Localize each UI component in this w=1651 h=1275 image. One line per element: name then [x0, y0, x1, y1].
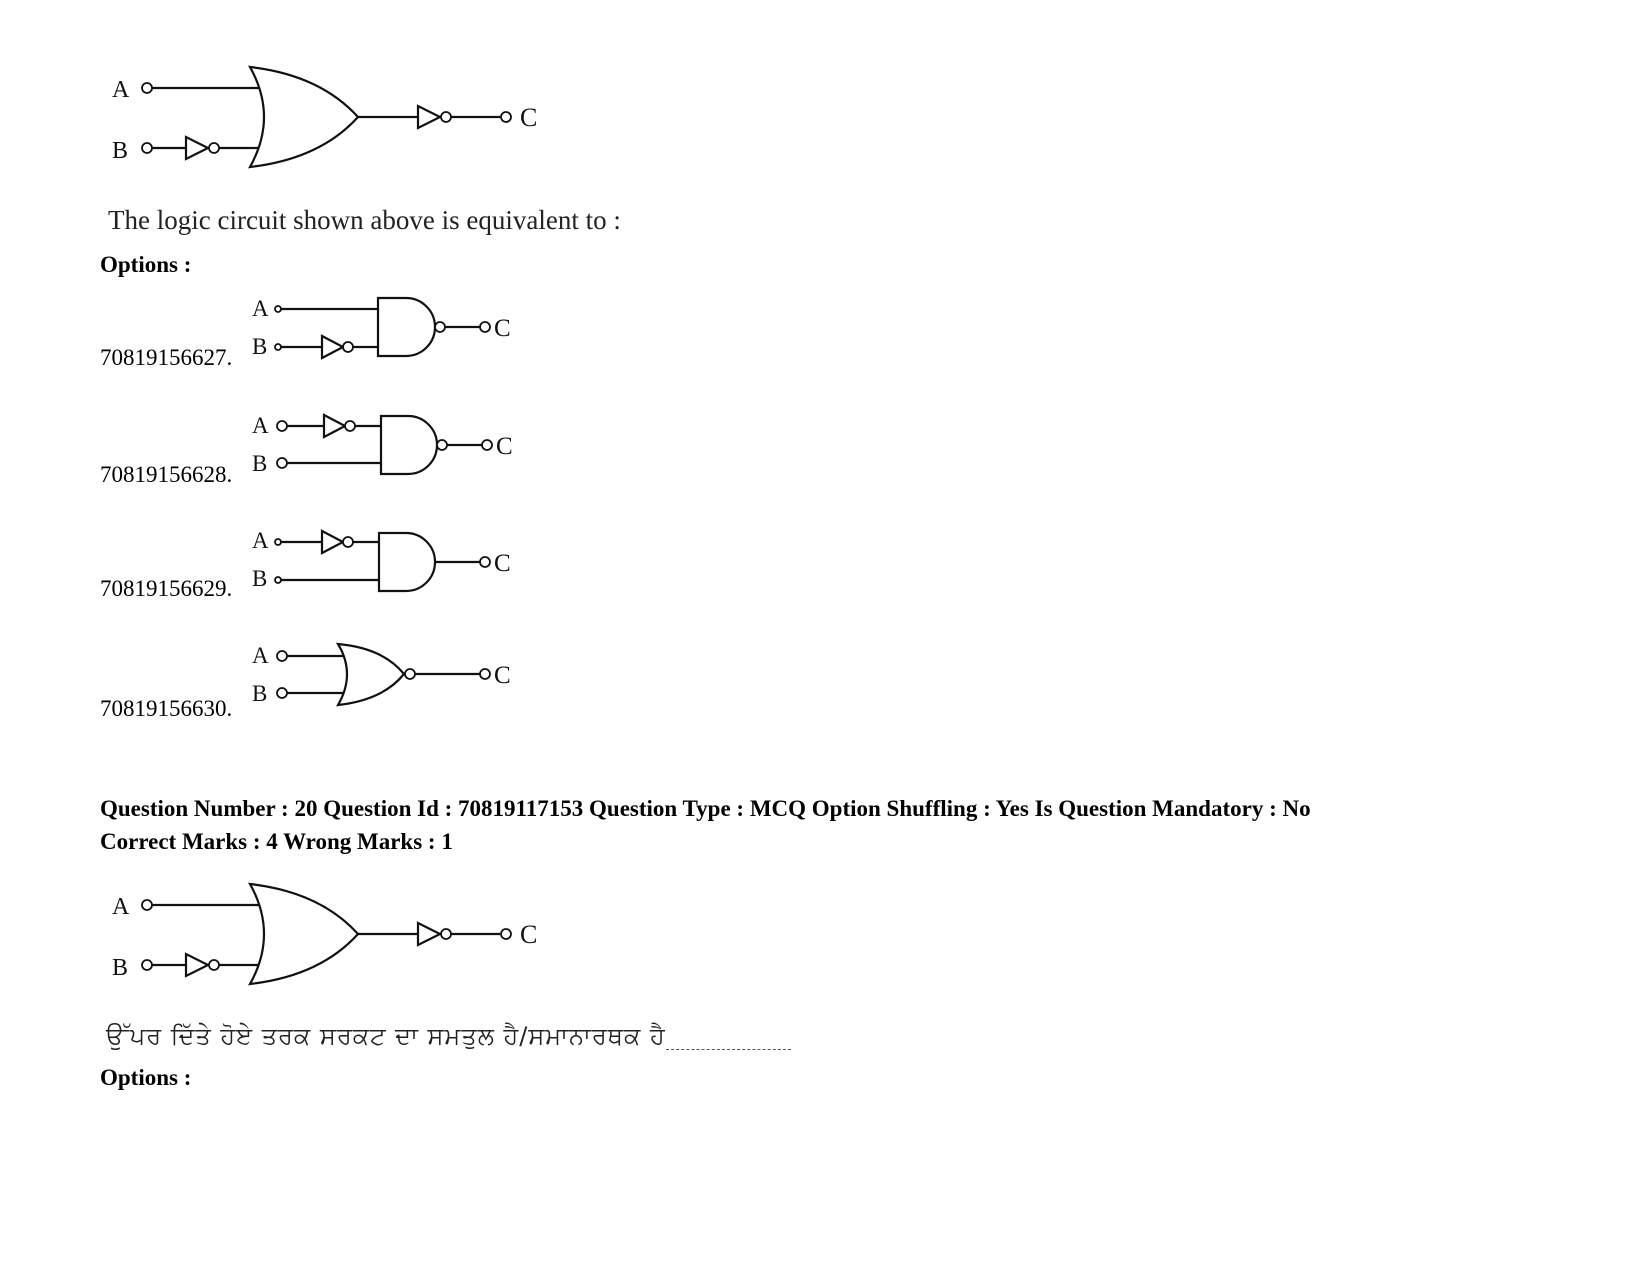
or-gate: [247, 65, 360, 169]
output-c-label: C: [494, 315, 511, 342]
question-meta: Question Number : 20 Question Id : 70819…: [100, 796, 1311, 821]
options-label: Options :: [100, 1065, 192, 1090]
nor-gate: [335, 642, 406, 707]
nand-gate: [379, 414, 439, 476]
input-b-label: B: [252, 334, 267, 359]
not-gate: [416, 104, 443, 130]
option-id[interactable]: 70819156627.: [100, 345, 233, 370]
answer-blank: [665, 1027, 791, 1050]
option-1-circuit[interactable]: A B C: [248, 290, 538, 370]
input-a-label: A: [252, 528, 269, 553]
option-2-circuit[interactable]: A B C: [248, 405, 538, 485]
not-gate: [320, 334, 346, 360]
options-label: Options :: [100, 252, 192, 277]
input-b-label: B: [252, 566, 267, 591]
main-circuit-diagram: A B C: [112, 65, 537, 169]
main-circuit-diagram: A B C: [112, 882, 537, 986]
question-stem-punjabi: ਉੱਪਰ ਦਿੱਤੇ ਹੋਏ ਤਰਕ ਸਰਕਟ ਦਾ ਸਮਤੁਲ ਹੈ/ਸਮਾਨ…: [106, 1022, 791, 1050]
input-a-label: A: [112, 77, 130, 103]
option-id[interactable]: 70819156630.: [100, 696, 233, 721]
marks-info: Correct Marks : 4 Wrong Marks : 1: [100, 829, 453, 854]
option-4-circuit[interactable]: A B C: [248, 637, 538, 717]
and-gate: [377, 531, 437, 593]
output-c-label: C: [520, 920, 537, 949]
option-3-circuit[interactable]: A B C: [248, 522, 538, 602]
input-b-label: B: [112, 955, 128, 981]
question-stem-punjabi-text: ਉੱਪਰ ਦਿੱਤੇ ਹੋਏ ਤਰਕ ਸਰਕਟ ਦਾ ਸਮਤੁਲ ਹੈ/ਸਮਾਨ…: [106, 1022, 666, 1050]
output-c-label: C: [496, 433, 513, 460]
not-gate: [322, 413, 348, 439]
or-gate: [247, 882, 360, 986]
input-a-label: A: [252, 413, 269, 438]
output-c-label: C: [494, 550, 511, 577]
input-a-label: A: [252, 643, 269, 668]
output-c-label: C: [520, 103, 537, 132]
input-a-label: A: [112, 894, 130, 920]
nand-gate: [376, 296, 437, 358]
not-gate: [416, 921, 443, 947]
input-b-label: B: [252, 681, 267, 706]
not-gate: [184, 952, 211, 978]
not-gate: [320, 529, 346, 555]
output-c-label: C: [494, 662, 511, 689]
input-a-label: A: [252, 296, 269, 321]
not-gate: [184, 135, 211, 161]
input-b-label: B: [112, 138, 128, 164]
input-b-label: B: [252, 451, 267, 476]
option-id[interactable]: 70819156628.: [100, 462, 233, 487]
option-id[interactable]: 70819156629.: [100, 576, 233, 601]
question-stem: The logic circuit shown above is equival…: [108, 205, 621, 235]
